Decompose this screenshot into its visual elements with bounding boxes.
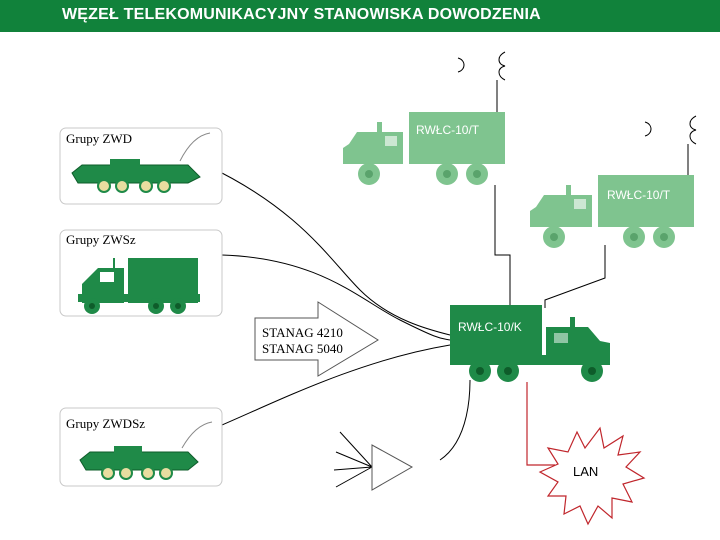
station-truck-k: RWŁC-10/K	[450, 305, 610, 382]
link-zwsz-to-k	[221, 254, 451, 341]
group-label-zwd: Grupy ZWD	[66, 131, 132, 146]
stanag-label-4210: STANAG 4210	[262, 325, 343, 340]
link-k-to-zwdsz	[221, 344, 451, 426]
link-t2-to-k	[544, 245, 606, 308]
amplifier-triangle-icon	[371, 444, 414, 491]
antenna-icon	[457, 51, 506, 112]
truck-vehicle-icon	[78, 258, 200, 314]
lan-starburst: LAN	[538, 426, 646, 526]
station-label-t1: RWŁC-10/T	[416, 123, 480, 137]
link-antenna-to-k	[439, 379, 471, 461]
group-label-zwdsz: Grupy ZWDSz	[66, 416, 145, 431]
stanag-label-5040: STANAG 5040	[262, 341, 343, 356]
station-label-t2: RWŁC-10/T	[607, 188, 671, 202]
page-title: WĘZEŁ TELEKOMUNIKACYJNY STANOWISKA DOWOD…	[62, 6, 541, 23]
station-truck-t1: RWŁC-10/T	[343, 112, 505, 185]
apc-vehicle-icon	[71, 132, 211, 193]
stanag-arrow: STANAG 4210 STANAG 5040	[254, 301, 379, 377]
title-bar: WĘZEŁ TELEKOMUNIKACYJNY STANOWISKA DOWOD…	[0, 0, 720, 32]
link-zwd-to-k	[207, 165, 451, 336]
station-truck-t2: RWŁC-10/T	[530, 175, 694, 248]
link-t1-to-k	[494, 185, 511, 308]
lan-link	[526, 382, 555, 466]
lan-label: LAN	[573, 464, 598, 479]
antenna-lines	[333, 431, 373, 488]
station-label-k: RWŁC-10/K	[458, 320, 522, 334]
apc-vehicle-icon	[79, 421, 213, 480]
connections	[207, 165, 606, 488]
antenna-icon	[644, 115, 697, 175]
group-label-zwsz: Grupy ZWSz	[66, 232, 136, 247]
